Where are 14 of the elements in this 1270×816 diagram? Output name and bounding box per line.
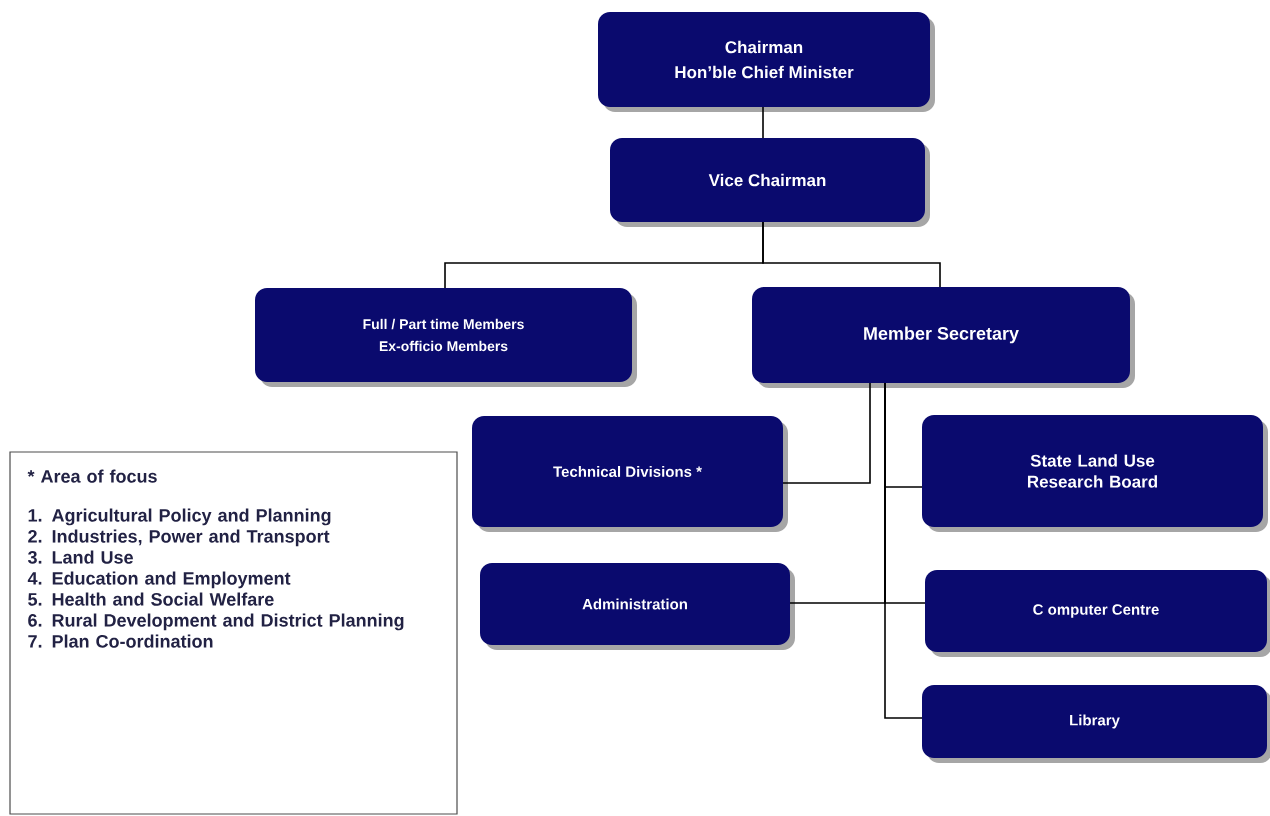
connector-line	[884, 382, 923, 719]
connector-line	[762, 106, 764, 139]
org-box: Full / Part time Members Ex-officio Members	[255, 288, 637, 387]
org-box: Vice Chairman	[610, 138, 930, 227]
org-box: Library	[922, 685, 1270, 763]
org-box: C omputer Centre	[925, 570, 1270, 657]
connector-line	[762, 221, 941, 288]
org-box: Member Secretary	[752, 287, 1135, 388]
connector-line	[782, 382, 871, 484]
org-box: Technical Divisions *	[472, 416, 788, 532]
org-box: State Land Use Research Board	[922, 415, 1268, 532]
org-box: Administration	[480, 563, 795, 650]
org-box: Chairman Hon’ble Chief Minister	[598, 12, 935, 112]
legend-box: * Area of focus 1. Agricultural Policy and Planning 2. Industries, Power and Transport 3. Land Use 4. Education and Employment 5. Health and Social Welfare 6. Rural Development and District Planning 7. Plan Co-ordination	[9, 451, 458, 815]
